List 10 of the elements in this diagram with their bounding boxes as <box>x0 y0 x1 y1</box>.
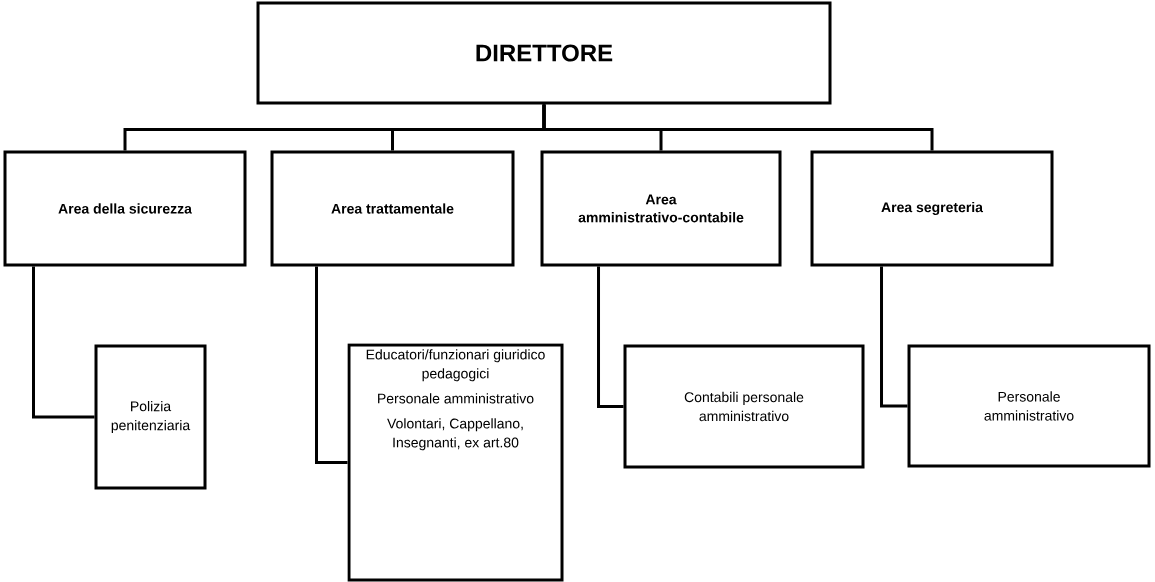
staff-box: Polizia penitenziaria <box>94 344 207 490</box>
area-box: Area segreteria <box>810 150 1054 267</box>
connector <box>542 104 934 151</box>
director-box: DIRETTORE <box>256 1 832 105</box>
area-box: Area amministrativo-contabile <box>540 150 782 267</box>
staff-box: Personale amministrativo <box>907 344 1151 468</box>
area-box: Area trattamentale <box>270 150 515 267</box>
staff-box: Contabili personale amministrativo <box>623 344 865 469</box>
staff-box: Educatori/funzionari giuridico pedagogici Personale amministrativo Volontari, Cappellano, Insegnanti, ex art.80 <box>347 343 564 582</box>
area-box: Area della sicurezza <box>3 150 247 267</box>
